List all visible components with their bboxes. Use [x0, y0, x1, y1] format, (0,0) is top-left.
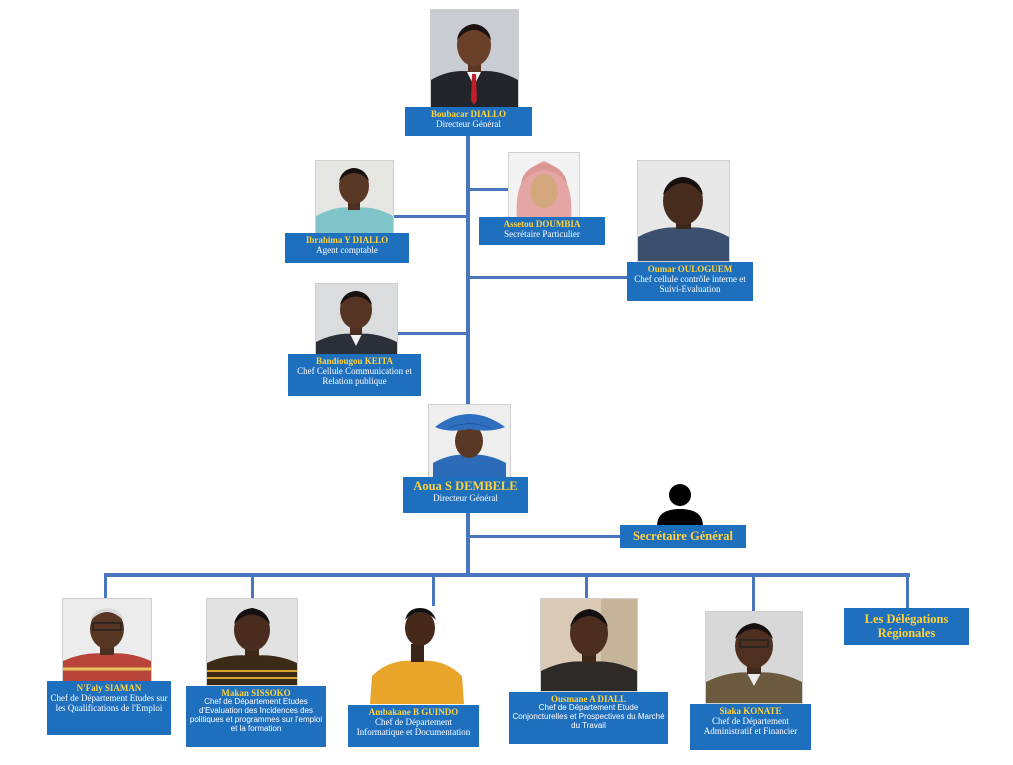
siaka-konate-box: Siaka KONATE Chef de Département Adminis… — [690, 704, 811, 750]
aoua-dembele-photo — [428, 404, 511, 479]
makan-sissoko-photo — [206, 598, 298, 686]
secretary-general-box: Secrétaire Général — [620, 525, 746, 548]
branch-to-doumbia — [470, 188, 508, 191]
makan-sissoko-box: Makan SISSOKO Chef de Département Etudes… — [186, 686, 326, 747]
bandiougou-keita-title: Chef Cellule Communication et Relation p… — [297, 366, 412, 387]
branch-to-diallo-y — [392, 215, 466, 218]
aoua-dembele-title: Directeur Général — [433, 493, 498, 503]
ibrahima-diallo-photo — [315, 160, 394, 235]
boubacar-diallo-name: Boubacar DIALLO — [430, 109, 507, 119]
drop-to-diall — [585, 575, 588, 599]
ousmane-diall-box: Ousmane A DIALL Chef de Département Etud… — [509, 692, 668, 744]
ibrahima-diallo-name: Ibrahima Y DIALLO — [305, 235, 389, 245]
branch-to-ouloguem — [470, 276, 628, 279]
trunk-line-upper — [466, 135, 470, 405]
assetou-doumbia-name: Assetou DOUMBIA — [503, 219, 581, 229]
oumar-ouloguem-box: Oumar OULOGUEM Chef cellule contrôle int… — [627, 262, 753, 301]
nfaly-siaman-name: N'Faly SIAMAN — [76, 683, 142, 693]
nfaly-siaman-photo — [62, 598, 152, 682]
ousmane-diall-photo — [540, 598, 638, 692]
ousmane-diall-title: Chef de Département Etude Conjoncturelle… — [512, 703, 665, 730]
ambakane-guindo-box: Ambakane B GUINDO Chef de Département In… — [348, 705, 479, 747]
ambakane-guindo-title: Chef de Département Informatique et Docu… — [356, 717, 471, 738]
oumar-ouloguem-name: Oumar OULOGUEM — [647, 264, 733, 274]
aoua-dembele-name: Aoua S DEMBELE — [413, 479, 518, 493]
nfaly-siaman-box: N'Faly SIAMAN Chef de Département Etudes… — [47, 681, 171, 735]
aoua-dembele-box: Aoua S DEMBELE Directeur Général — [403, 477, 528, 513]
ambakane-guindo-name: Ambakane B GUINDO — [368, 707, 459, 717]
ibrahima-diallo-box: Ibrahima Y DIALLO Agent comptable — [285, 233, 409, 263]
makan-sissoko-title: Chef de Département Etudes d'Evaluation … — [189, 697, 323, 733]
regional-delegations-box: Les Délégations Régionales — [844, 608, 969, 645]
nfaly-siaman-title: Chef de Département Etudes sur les Quali… — [50, 693, 168, 714]
ibrahima-diallo-title: Agent comptable — [316, 245, 378, 256]
secretary-placeholder-icon — [655, 483, 705, 526]
siaka-konate-title: Chef de Département Administratif et Fin… — [703, 716, 798, 737]
boubacar-diallo-box: Boubacar DIALLO Directeur Général — [405, 107, 532, 136]
bandiougou-keita-box: Bandiougou KEITA Chef Cellule Communicat… — [288, 354, 421, 396]
branch-to-keita — [396, 332, 466, 335]
siaka-konate-name: Siaka KONATE — [719, 706, 782, 716]
trunk-line-lower — [466, 512, 470, 575]
boubacar-diallo-photo — [430, 9, 519, 109]
ousmane-diall-name: Ousmane A DIALL — [550, 694, 627, 704]
bandiougou-keita-photo — [315, 283, 398, 357]
branch-to-secretary — [470, 535, 620, 538]
makan-sissoko-name: Makan SISSOKO — [221, 688, 291, 698]
oumar-ouloguem-title: Chef cellule contrôle interne et Suivi-E… — [634, 274, 746, 295]
siaka-konate-photo — [705, 611, 803, 704]
drop-to-siaman — [104, 575, 107, 599]
assetou-doumbia-photo — [508, 152, 580, 221]
drop-to-konate — [752, 575, 755, 611]
drop-to-sissoko — [251, 575, 254, 599]
drop-to-regions — [906, 575, 909, 608]
assetou-doumbia-box: Assetou DOUMBIA Secrétaire Particulier — [479, 217, 605, 245]
assetou-doumbia-title: Secrétaire Particulier — [504, 229, 580, 240]
department-bus-line — [104, 573, 910, 577]
regional-delegations-title: Les Délégations Régionales — [864, 612, 949, 640]
bandiougou-keita-name: Bandiougou KEITA — [315, 356, 394, 366]
secretary-general-title: Secrétaire Général — [632, 529, 734, 543]
drop-to-guindo — [432, 575, 435, 607]
boubacar-diallo-title: Directeur Général — [436, 119, 501, 130]
oumar-ouloguem-photo — [637, 160, 730, 262]
ambakane-guindo-photo — [370, 606, 464, 704]
